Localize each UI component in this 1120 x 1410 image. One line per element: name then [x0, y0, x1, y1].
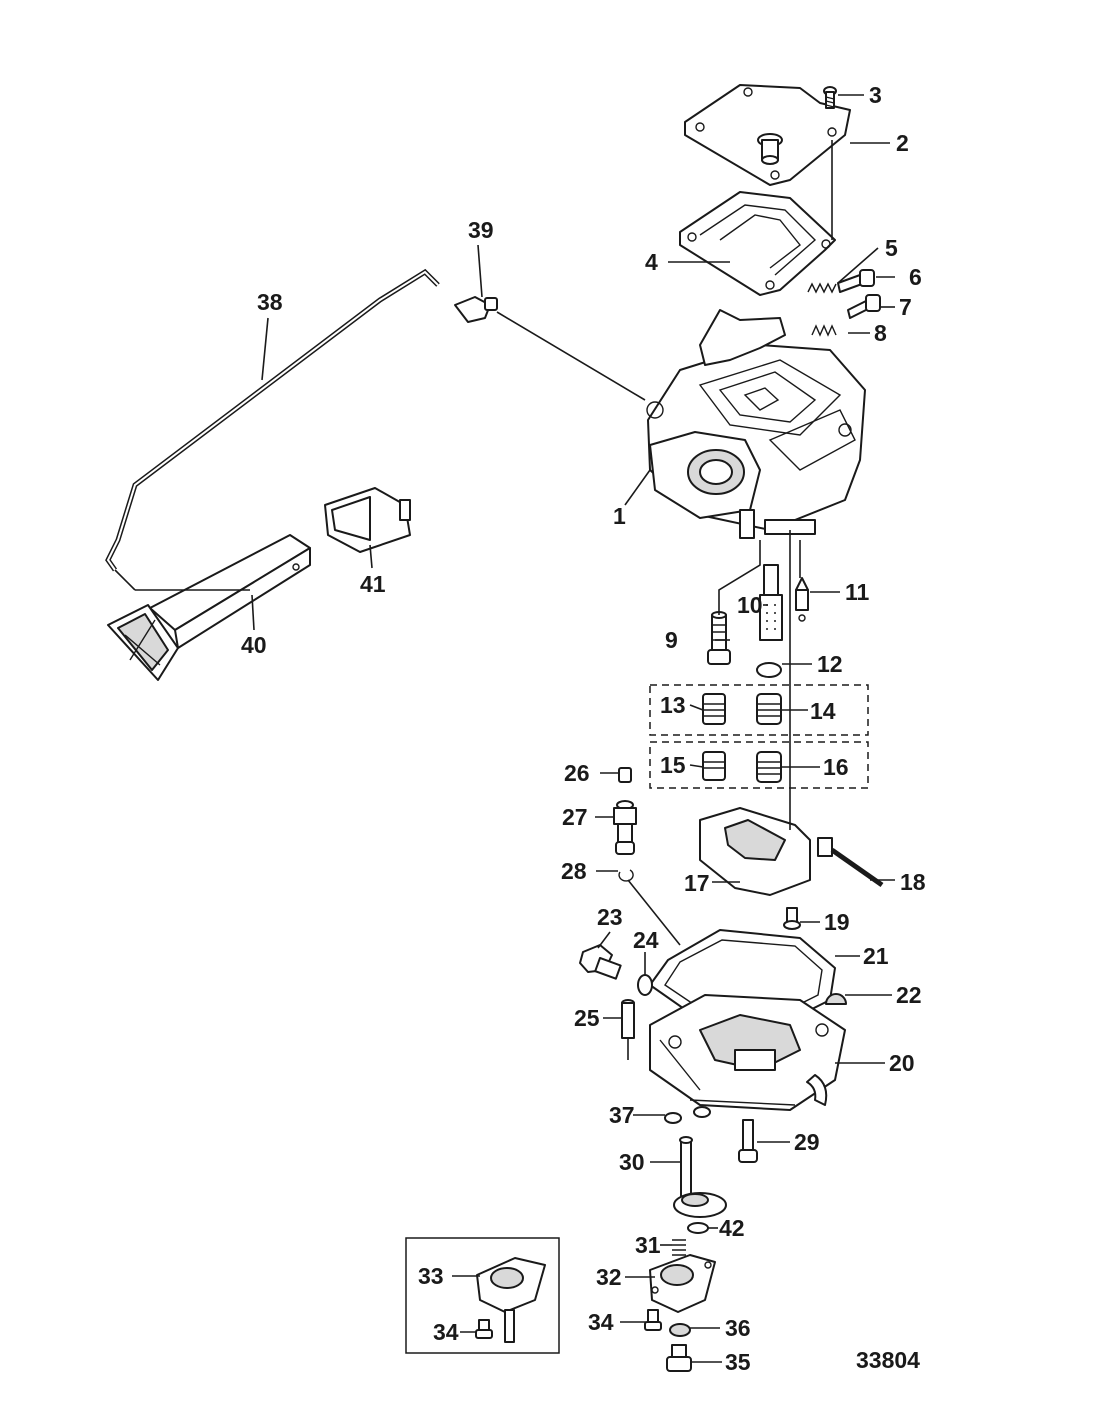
callout-7: 7 [899, 294, 912, 320]
part-screw-3 [823, 86, 837, 109]
callout-10: 10 [737, 592, 763, 618]
part-pump-cover-33 [476, 1257, 546, 1343]
part-float-17 [699, 807, 833, 896]
part-screw-34-right [644, 1309, 662, 1331]
callout-25: 25 [574, 1005, 600, 1031]
callout-13: 13 [660, 692, 686, 718]
part-pin-25 [621, 999, 635, 1039]
part-float-pin-18 [830, 847, 884, 888]
callout-27: 27 [562, 804, 588, 830]
part-washers-37 [664, 1106, 711, 1124]
part-spring-31 [672, 1239, 686, 1256]
part-carburetor-body [646, 309, 866, 539]
callout-26: 26 [564, 760, 590, 786]
part-plunger-27 [613, 800, 637, 855]
callout-36: 36 [725, 1315, 751, 1341]
part-clip-28 [618, 869, 634, 882]
part-emulsion-tube-10 [759, 564, 783, 641]
part-jet-15 [702, 751, 726, 781]
callout-37: 37 [609, 1102, 635, 1128]
callout-34: 34 [588, 1309, 614, 1335]
part-screw-19 [783, 907, 801, 930]
callout-24: 24 [633, 927, 659, 953]
part-screw-6 [837, 269, 875, 293]
part-clip-39 [454, 296, 498, 323]
part-cap-26 [618, 767, 632, 783]
part-screw-34-inset [475, 1319, 493, 1339]
part-diaphragm-30 [673, 1136, 727, 1218]
diagram-reference-number: 33804 [856, 1347, 920, 1373]
callout-3: 3 [869, 82, 882, 108]
part-pump-cover-32 [649, 1254, 716, 1313]
callout-21: 21 [863, 943, 889, 969]
part-plug-22 [825, 993, 847, 1005]
part-washer-42 [687, 1222, 709, 1234]
callout-20: 20 [889, 1050, 915, 1076]
part-oring-12 [756, 662, 782, 678]
part-spring-8 [811, 324, 837, 337]
part-jet-13 [702, 693, 726, 725]
callout-5: 5 [885, 235, 898, 261]
part-screw-29 [738, 1119, 758, 1163]
part-drain-plug-35 [666, 1344, 692, 1372]
part-choke-knob-40 [107, 534, 311, 681]
part-float-bowl-20 [649, 994, 846, 1111]
part-screw-7 [847, 294, 881, 319]
option-box-15-16 [649, 741, 869, 789]
callout-33: 33 [418, 1263, 444, 1289]
callout-4: 4 [645, 249, 658, 275]
part-nozzle-9 [707, 611, 731, 665]
callout-39: 39 [468, 217, 494, 243]
callout-42: 42 [719, 1215, 745, 1241]
callout-14: 14 [810, 698, 836, 724]
part-cover-plate [684, 84, 851, 186]
callout-1: 1 [613, 503, 626, 529]
part-jet-14 [756, 693, 782, 725]
callout-40: 40 [241, 632, 267, 658]
inset-box [405, 1237, 560, 1354]
part-jet-16 [756, 751, 782, 783]
callout-31: 31 [635, 1232, 661, 1258]
part-gasket-plate [679, 191, 836, 296]
callout-19: 19 [824, 909, 850, 935]
leader-lines [114, 94, 895, 1363]
option-box-13-14 [649, 684, 869, 736]
callout-34-inset: 34 [433, 1319, 459, 1345]
callout-35: 35 [725, 1349, 751, 1375]
callout-41: 41 [360, 571, 386, 597]
callout-18: 18 [900, 869, 926, 895]
callout-6: 6 [909, 264, 922, 290]
part-spring-5 [807, 282, 837, 294]
callout-28: 28 [561, 858, 587, 884]
callout-17: 17 [684, 870, 710, 896]
callout-11: 11 [845, 579, 870, 605]
callout-38: 38 [257, 289, 283, 315]
part-drain-screw-23 [579, 944, 622, 980]
callout-15: 15 [660, 752, 686, 778]
callout-29: 29 [794, 1129, 820, 1155]
callout-9: 9 [665, 627, 678, 653]
callout-12: 12 [817, 651, 843, 677]
part-washer-24 [637, 974, 653, 996]
callout-16: 16 [823, 754, 849, 780]
callout-23: 23 [597, 904, 623, 930]
callout-22: 22 [896, 982, 922, 1008]
callout-8: 8 [874, 320, 887, 346]
callout-30: 30 [619, 1149, 645, 1175]
callout-32: 32 [596, 1264, 622, 1290]
callout-2: 2 [896, 130, 909, 156]
part-sleeve-41 [324, 487, 411, 553]
part-needle-valve-11 [795, 577, 809, 622]
part-washer-36 [669, 1323, 691, 1337]
